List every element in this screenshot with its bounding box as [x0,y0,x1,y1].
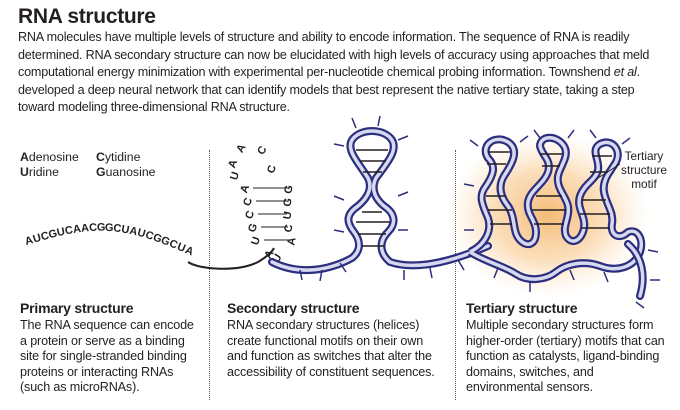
hairpin-letter: U [249,235,263,246]
hairpin-letter: G [282,184,295,195]
tertiary-structure-icon [463,129,660,309]
divider-left [209,150,210,400]
nucleotide-legend-right: Cytidine Guanosine [96,150,156,180]
sequence-letter: C [64,224,74,237]
intro-text-start: RNA molecules have multiple levels of st… [18,30,650,80]
primary-structure-title: Primary structure [20,300,134,316]
sequence-letter: A [72,223,82,236]
backbone-ticks [299,115,465,282]
secondary-structure-title: Secondary structure [227,300,360,316]
sequence-letter: U [136,227,147,241]
legend-guanosine: Guanosine [96,165,156,179]
hairpin-letter: C [282,223,295,233]
sequence-letter: A [24,234,35,248]
tertiary-ticks [463,129,660,309]
hairpin-letter: C [241,196,255,208]
intro-text-italic: et al [613,65,637,80]
hairpin-loop-letter: C [255,144,269,157]
secondary-structure-body: RNA secondary structures (helices) creat… [227,318,435,379]
sequence-letter: G [105,222,114,235]
hairpin-letter: C [243,209,257,221]
annotation-leader-icon [597,163,621,179]
sequence-letter: G [151,231,163,245]
tertiary-rungs [486,151,612,229]
sequence-letter: G [97,222,106,234]
hairpin-letter: G [281,197,295,208]
hairpin-letter: G [246,222,260,234]
legend-adenosine: Adenosine [20,150,79,164]
divider-right [455,150,456,400]
connector-strand-icon [187,247,275,270]
legend-uridine: Uridine [20,165,59,179]
tertiary-structure-body: Multiple secondary structures form highe… [466,318,665,395]
tertiary-structure-title: Tertiary structure [466,300,578,316]
sequence-letter: G [159,234,171,248]
hairpin-letter: A [238,183,252,195]
sequence-letter: C [89,222,98,234]
hairpin-letter: U [281,210,294,220]
intro-text-end: . developed a deep neural network that c… [18,65,640,115]
nucleotide-legend-left: Adenosine Uridine [20,150,79,180]
intro-paragraph: RNA molecules have multiple levels of st… [18,29,670,117]
hairpin-letter: C [265,164,279,175]
hairpin-loop-letter: A [234,142,248,155]
sequence-letter: C [167,238,179,252]
sequence-letter: A [128,225,138,238]
sequence-letter: U [32,232,43,246]
sequence-letter: U [120,223,130,236]
secondary-backbone-icon [268,115,492,282]
sequence-letter: C [144,229,155,243]
sequence-letter: A [80,222,89,235]
page-title: RNA structure [18,5,156,28]
tertiary-motif-annotation: Tertiary structure motif [621,149,667,191]
sequence-letter: C [40,230,51,244]
primary-structure-body: The RNA sequence can encode a protein or… [20,318,194,395]
sequence-letter: G [47,228,58,242]
sequence-letter: C [113,222,122,235]
legend-cytidine: Cytidine [96,150,141,164]
hairpin-letter: A [226,158,240,170]
hairpin-letter: U [228,170,242,181]
hairpin-letter: A [285,236,298,246]
sequence-letter: U [56,226,66,239]
sequence-letter: U [175,241,187,255]
